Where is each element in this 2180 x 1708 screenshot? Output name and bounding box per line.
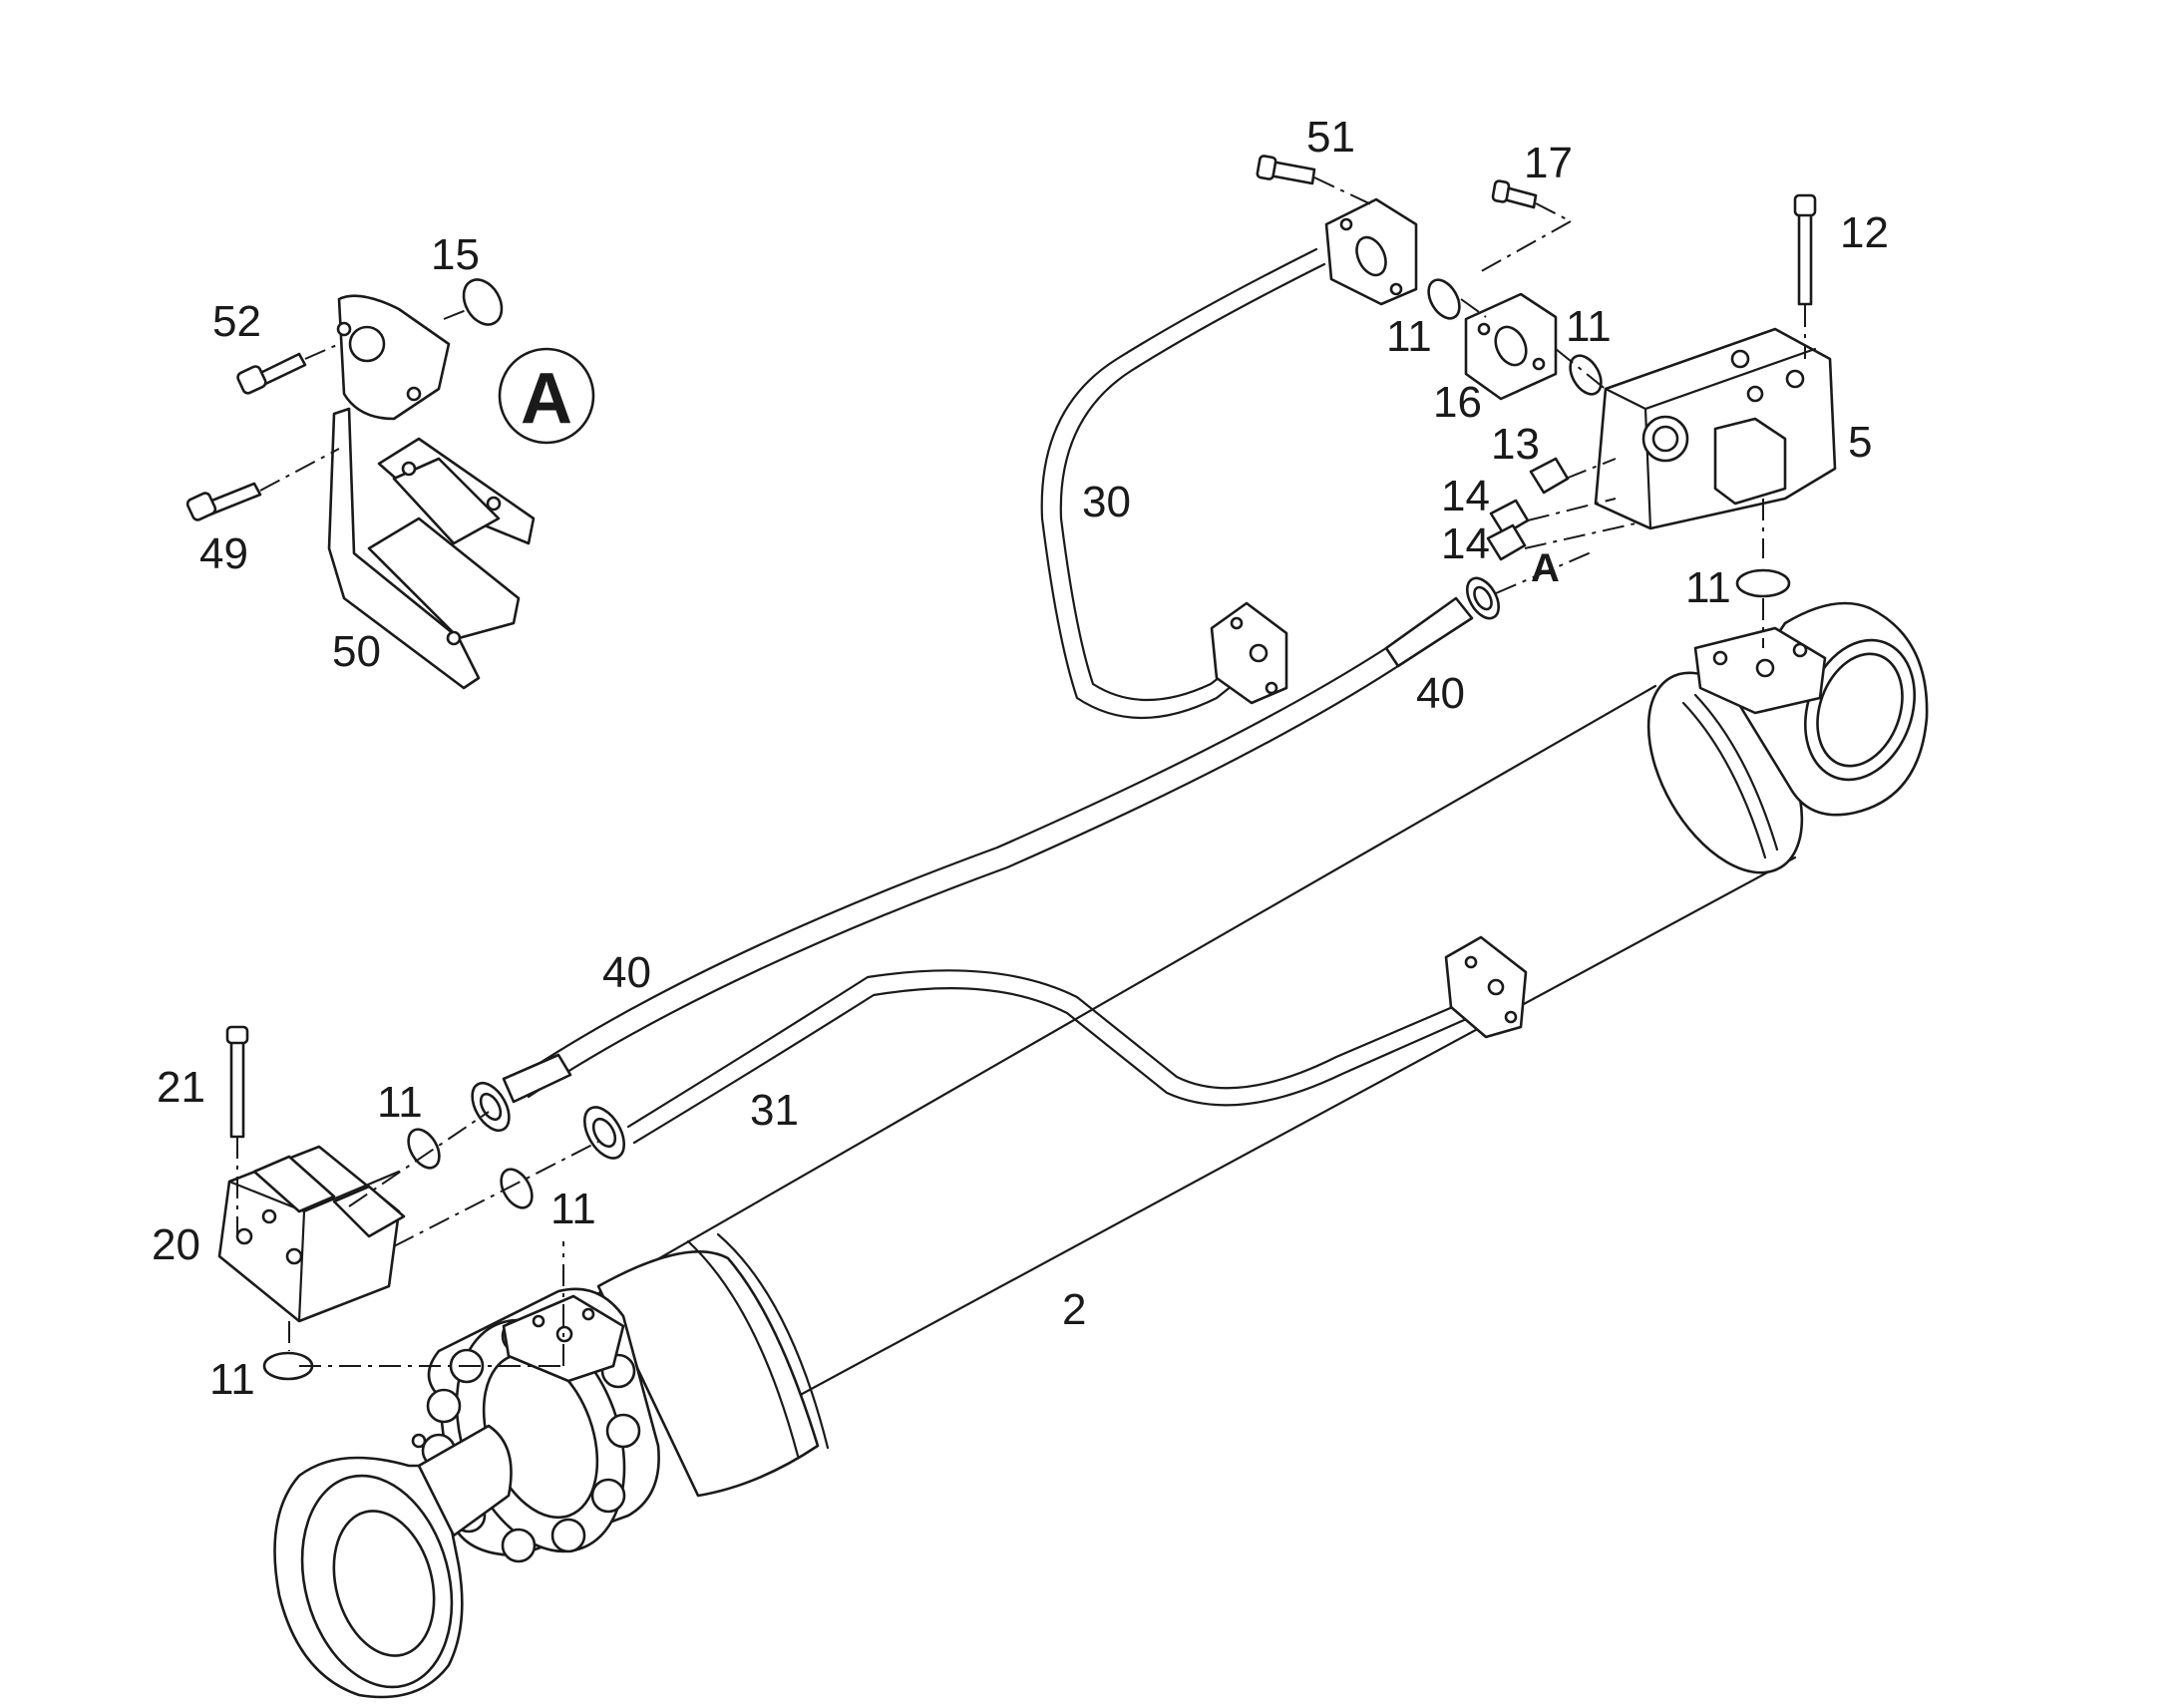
rod-end-eye-right	[1693, 601, 1929, 817]
callout-14-a: 14	[1441, 472, 1490, 520]
pipe-31	[583, 935, 1528, 1160]
callout-11-d: 11	[377, 1078, 423, 1127]
callout-11-e: 11	[550, 1185, 596, 1233]
callout-16: 16	[1433, 378, 1482, 427]
callout-labels: 51 17 12 15 52 11 11 16 13 5 14 14 A 11 …	[152, 113, 1889, 1404]
callout-13: 13	[1491, 420, 1540, 469]
callout-11-c: 11	[1685, 563, 1731, 612]
callout-15: 15	[431, 230, 480, 279]
cylinder-barrel	[588, 671, 1804, 1498]
detail-a-clamp-assembly	[185, 294, 595, 690]
valve-block-5	[1594, 327, 1837, 530]
callout-50: 50	[332, 627, 381, 676]
clamp-block-20	[217, 1025, 406, 1323]
cylinder-head-end	[273, 1287, 660, 1699]
callout-12: 12	[1840, 208, 1889, 257]
flange-plate-16	[1464, 292, 1558, 401]
callout-2: 2	[1062, 1285, 1086, 1334]
assembly-leader-lines	[236, 176, 1806, 1367]
detail-a-marker-letter: A	[521, 359, 572, 439]
callout-30: 30	[1082, 478, 1131, 526]
callout-5: 5	[1848, 418, 1872, 467]
callout-17: 17	[1524, 139, 1573, 187]
bolts-top	[1256, 155, 1817, 306]
callout-20: 20	[152, 1220, 200, 1269]
callout-52: 52	[212, 297, 261, 346]
callout-49: 49	[199, 529, 248, 578]
connection-mark-a: A	[1531, 546, 1560, 590]
hose-40	[471, 576, 1501, 1133]
callout-31: 31	[750, 1086, 799, 1135]
o-rings	[262, 278, 1791, 1381]
callout-11-b: 11	[1566, 302, 1612, 351]
callout-11-f: 11	[209, 1355, 255, 1404]
fittings-13-14	[1486, 457, 1570, 561]
callout-11-a: 11	[1386, 312, 1432, 361]
callout-40-bottom: 40	[602, 948, 651, 997]
callout-51: 51	[1306, 113, 1355, 162]
callout-21: 21	[157, 1063, 205, 1112]
pipe-30	[1040, 197, 1418, 719]
callout-14-b: 14	[1441, 519, 1490, 568]
callout-40-top: 40	[1416, 669, 1465, 718]
